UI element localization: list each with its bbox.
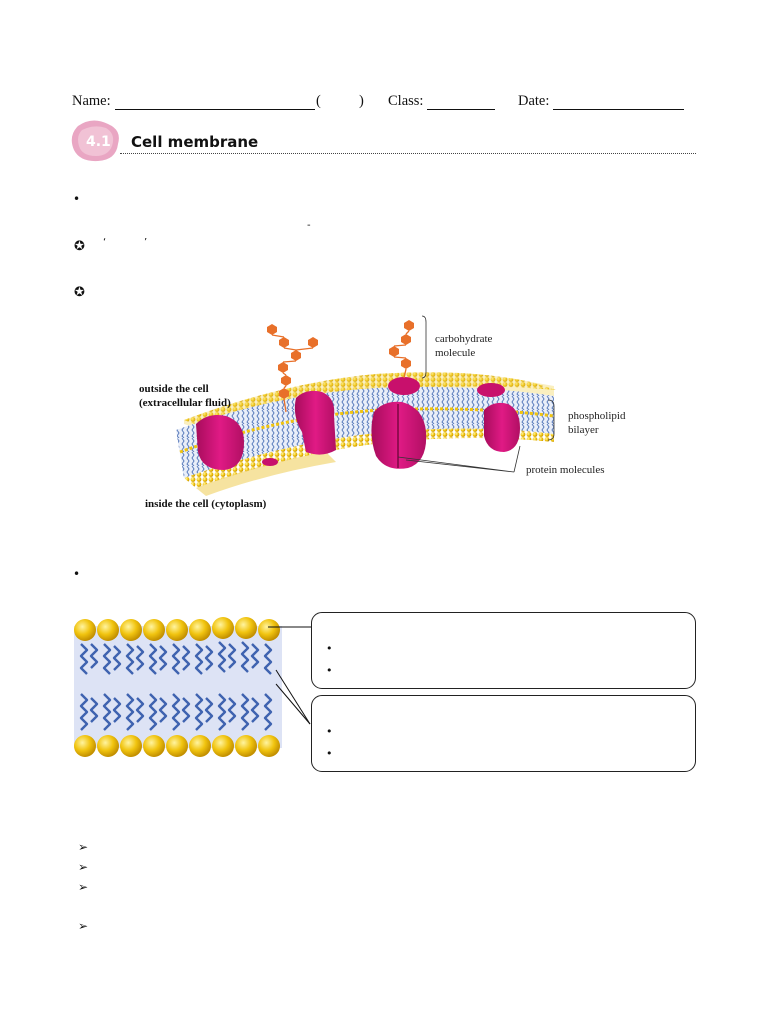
star-2: ✪ xyxy=(74,285,85,300)
label-carbohydrate: carbohydrate molecule xyxy=(435,333,493,359)
arrow-item-3: ➢ xyxy=(78,880,89,894)
bilayer-diagram xyxy=(74,617,282,757)
name-label: Name: xyxy=(72,93,111,109)
header-line: Name: ( ) Class: Date: xyxy=(72,93,692,111)
class-label: Class: xyxy=(388,93,424,109)
date-field[interactable] xyxy=(553,93,684,110)
bullet-1: • xyxy=(73,192,81,206)
bilayer-leader-lines xyxy=(268,626,312,725)
date-label: Date: xyxy=(518,93,550,109)
dash-mark: - xyxy=(307,220,311,231)
quote-close: ’ xyxy=(144,237,148,248)
box1-bullet-2: • xyxy=(326,664,333,677)
star-1: ✪ xyxy=(74,239,85,254)
section-badge xyxy=(71,120,119,162)
box1-bullet-1: • xyxy=(326,642,333,655)
label-phospholipid: phospholipid bilayer xyxy=(568,410,626,436)
tail-answer-box[interactable]: • • xyxy=(311,695,696,772)
section-number: 4.1 xyxy=(86,134,111,150)
label-protein: protein molecules xyxy=(526,464,605,476)
box2-bullet-2: • xyxy=(326,747,333,760)
label-outside-cell: outside the cell (extracellular fluid) xyxy=(139,383,231,409)
box2-bullet-1: • xyxy=(326,725,333,738)
paren-open: ( xyxy=(316,93,321,109)
arrow-item-2: ➢ xyxy=(78,860,89,874)
class-field[interactable] xyxy=(427,93,495,110)
bullet-2: • xyxy=(73,567,81,581)
arrow-item-4: ➢ xyxy=(78,919,89,933)
quote-open: ‘ xyxy=(103,237,107,248)
section-title: Cell membrane xyxy=(131,133,259,151)
arrow-item-1: ➢ xyxy=(78,840,89,854)
paren-close: ) xyxy=(359,93,364,109)
head-answer-box[interactable]: • • xyxy=(311,612,696,689)
title-divider xyxy=(120,153,696,154)
membrane-diagram xyxy=(136,312,636,514)
label-inside-cell: inside the cell (cytoplasm) xyxy=(145,498,267,510)
name-field[interactable] xyxy=(115,93,315,110)
